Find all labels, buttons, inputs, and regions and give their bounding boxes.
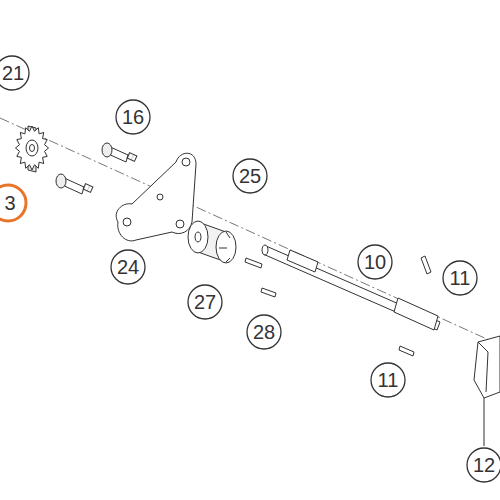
axis-line [0,118,500,345]
pins [245,256,431,356]
callout-number: 12 [473,455,495,475]
callout-number: 11 [378,370,399,390]
highlight-circle [0,185,26,221]
gear [16,126,49,172]
pump-cover [116,153,196,241]
callout-number: 21 [2,63,24,83]
callout-number: 3 [4,193,15,213]
shaft [262,245,440,330]
callout-number: 28 [253,322,275,342]
callout-number: 10 [364,252,386,272]
rotor [188,221,236,263]
callout-number: 25 [239,166,261,186]
callout-number: 24 [117,257,139,277]
pump-body [474,336,500,446]
callout-number: 27 [194,292,216,312]
callout-number: 16 [122,107,144,127]
bolts [56,143,137,194]
callout-number: 11 [450,268,471,288]
